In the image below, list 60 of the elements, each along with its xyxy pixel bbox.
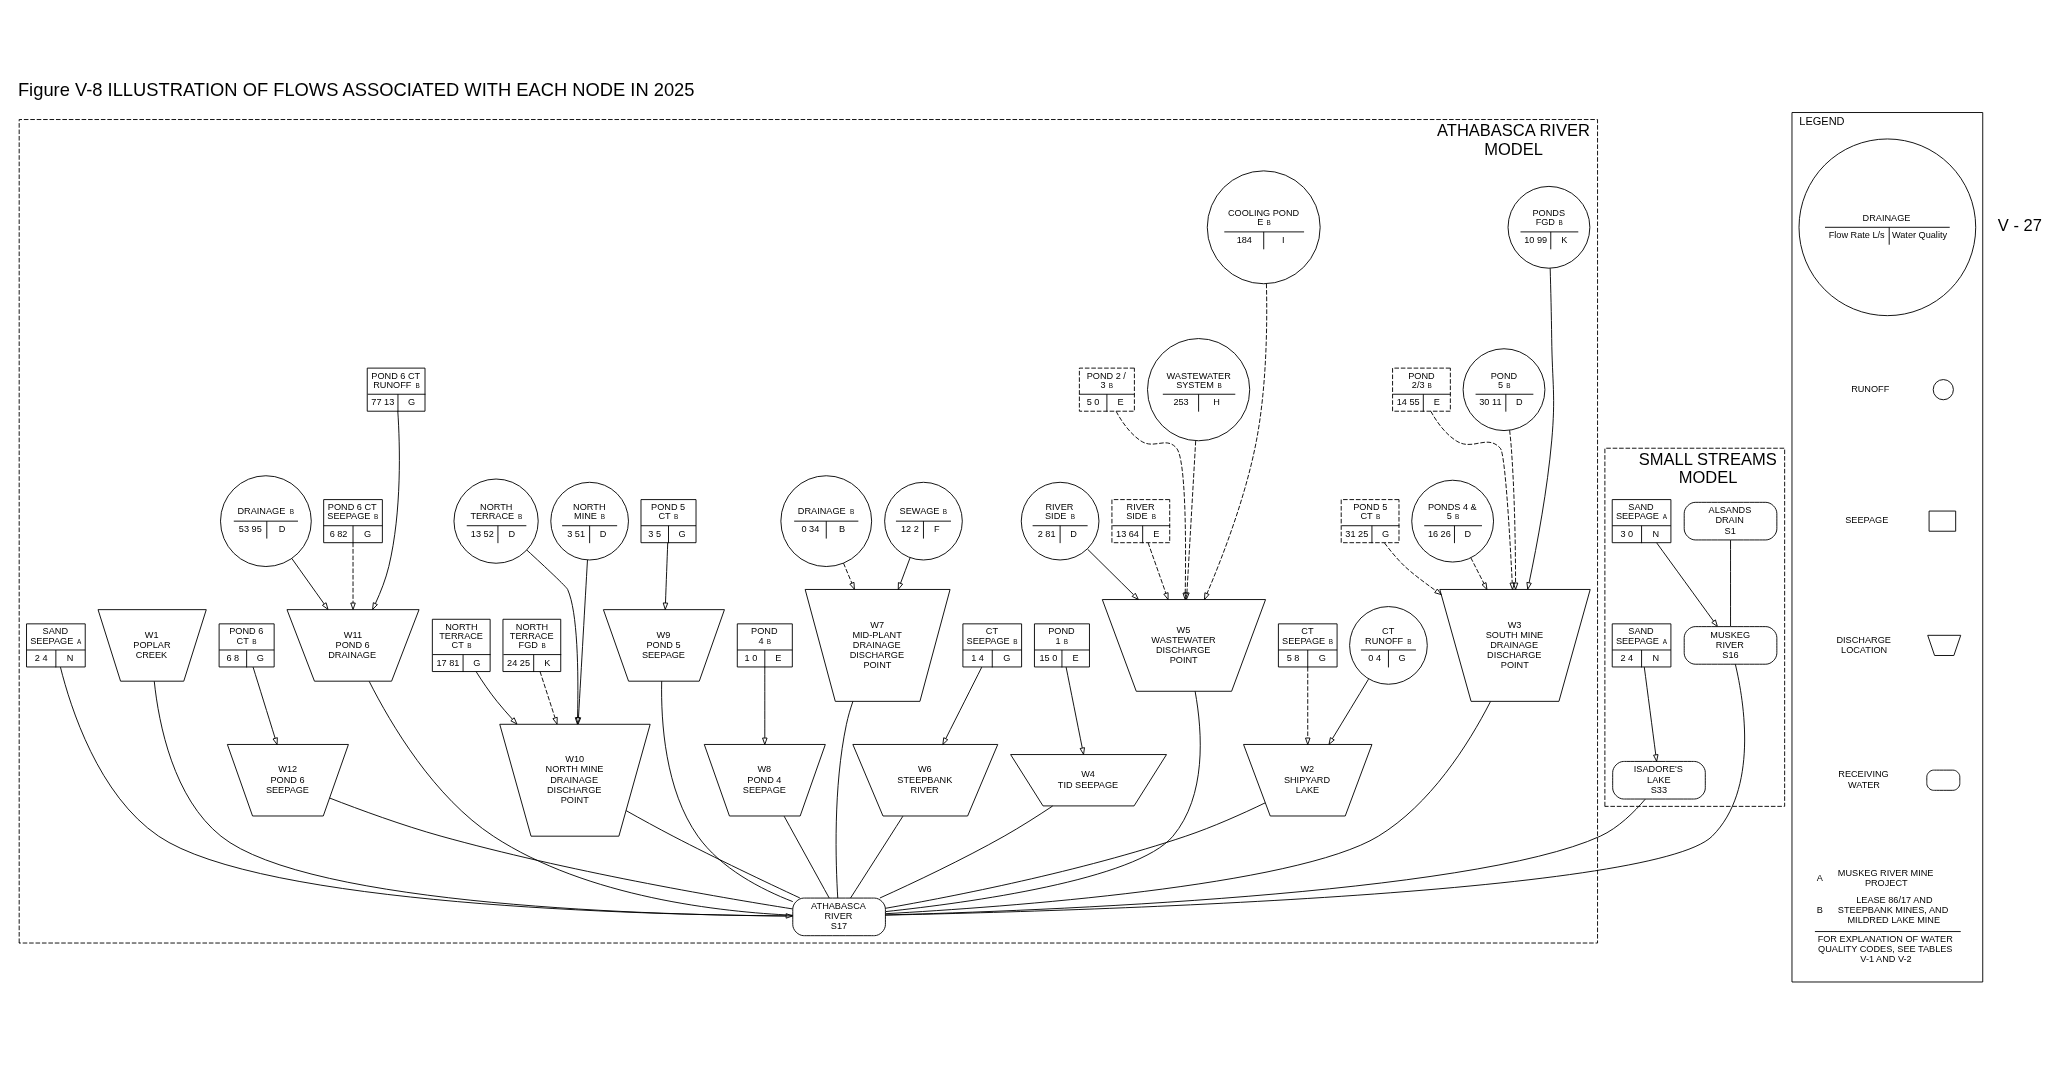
arrow	[1470, 557, 1488, 590]
arrow	[575, 559, 588, 725]
connector	[153, 680, 794, 917]
connector	[783, 815, 830, 899]
arrow	[1643, 666, 1659, 762]
connector	[884, 663, 1745, 916]
connector	[1730, 539, 1731, 627]
label: B	[1816, 905, 1823, 916]
connector	[368, 680, 794, 916]
connector	[885, 802, 1266, 909]
arrow	[1328, 678, 1369, 745]
arrow	[1509, 429, 1519, 590]
node-box: MUSKEG RIVER S16	[1683, 626, 1778, 665]
arrow	[662, 542, 669, 610]
connector	[625, 810, 801, 899]
legend-label: SEEPAGE	[1845, 515, 1889, 526]
arrow	[1087, 548, 1139, 600]
arrow	[1115, 410, 1188, 600]
arrow	[372, 410, 400, 610]
label: A	[1816, 872, 1823, 883]
label: V - 27	[1997, 216, 2042, 235]
diagram-title: Figure V-8 ILLUSTRATION OF FLOWS ASSOCIATED WITH EACH NODE IN 2025	[17, 79, 695, 101]
arrow	[60, 666, 793, 919]
arrow	[1147, 542, 1169, 600]
arrow	[1305, 666, 1311, 745]
node-box: ISADORE'S LAKE S33	[1612, 760, 1706, 800]
arrow	[1204, 283, 1268, 600]
node-box: ATHABASCA RIVER S17	[792, 897, 886, 937]
connector	[885, 701, 1491, 915]
arrow	[1430, 410, 1515, 590]
arrow	[252, 666, 278, 745]
legend-label: RECEIVING WATER	[1838, 769, 1889, 790]
arrow	[475, 671, 518, 725]
arrow	[843, 562, 855, 590]
label: MUSKEG RIVER MINE PROJECT	[1837, 867, 1934, 888]
arrow	[942, 666, 983, 745]
connector	[850, 815, 904, 899]
connector	[884, 798, 1646, 916]
arrow	[539, 671, 558, 725]
label: LEASE 86/17 AND STEEPBANK MINES, AND MILDRED LAKE MINE	[1837, 895, 1949, 926]
arrow	[1526, 267, 1555, 590]
arrow	[1384, 542, 1442, 596]
legend-label: RUNOFF	[1851, 383, 1890, 394]
connector	[329, 797, 794, 910]
arrow	[897, 557, 911, 590]
connector	[835, 700, 854, 899]
label: FOR EXPLANATION OF WATER QUALITY CODES, SEE TABLES V-1 AND V-2	[1817, 933, 1953, 964]
arrow	[291, 558, 329, 610]
node-box: ALSANDS DRAIN S1	[1683, 501, 1778, 541]
arrow	[1065, 666, 1085, 755]
arrow	[526, 549, 581, 725]
legend-label: DISCHARGE LOCATION	[1836, 634, 1891, 655]
arrow	[1184, 440, 1197, 600]
arrow	[762, 666, 768, 745]
connector	[661, 680, 794, 903]
arrow	[1656, 542, 1718, 627]
arrow	[350, 542, 356, 610]
connector	[879, 805, 1054, 899]
node-circle: DRAINAGE Flow Rate L/s Water Quality	[1798, 138, 1977, 317]
connector	[885, 690, 1201, 913]
